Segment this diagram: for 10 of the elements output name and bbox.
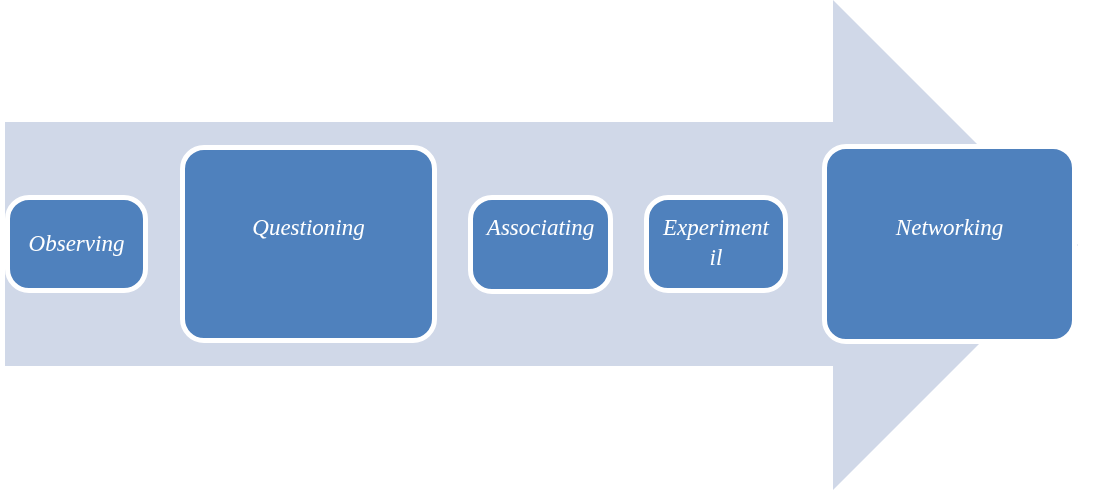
step-label: Experiment il <box>662 214 771 272</box>
step-box <box>822 144 1077 344</box>
step-box <box>180 145 437 343</box>
step-box <box>5 195 148 293</box>
step-label: Networking <box>895 214 1004 242</box>
step-label: Observing <box>28 230 125 258</box>
step-box <box>468 195 613 294</box>
step-label: Associating <box>486 214 595 242</box>
step-label: Questioning <box>252 214 365 242</box>
step-box <box>644 195 788 293</box>
